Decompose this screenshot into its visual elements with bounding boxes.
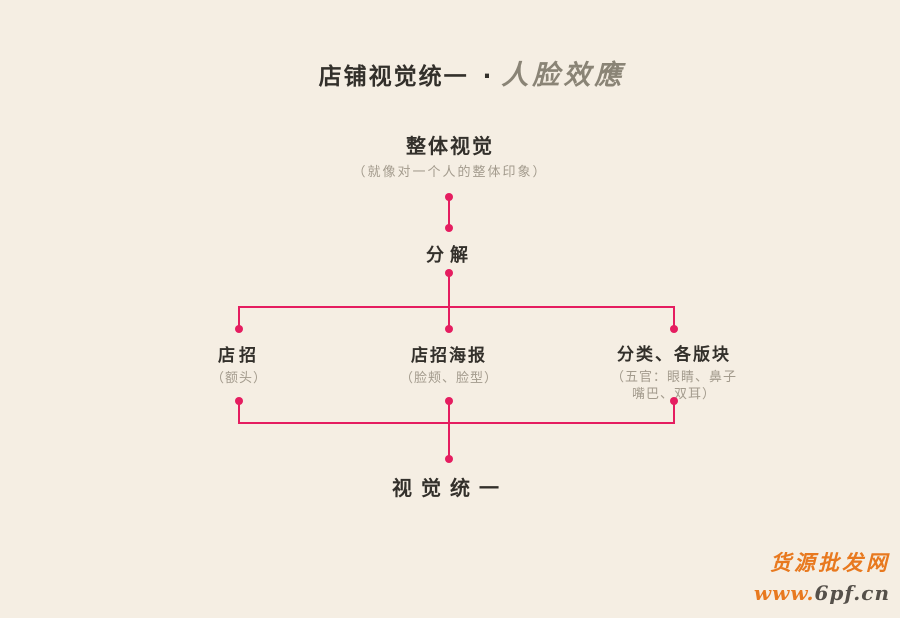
branch-node-sign-poster: 店招海报 （脸颊、脸型） [344, 341, 554, 387]
branch-drop-left [238, 306, 240, 329]
branch-label-text: 店招海报 [411, 346, 487, 366]
step-node-label: 分解 [0, 241, 900, 267]
branch-node-shop-sign: 店招 （额头） [134, 341, 344, 387]
root-node-label: 整体视觉 [0, 130, 900, 159]
watermark-url-www: www. [753, 581, 815, 605]
watermark-site-name: 货源批发网 [770, 550, 890, 575]
dot-branch-center-top [445, 325, 453, 333]
dot-step-top [445, 224, 453, 232]
step-label-text: 分解 [426, 245, 474, 266]
result-label-text: 视觉统一 [392, 476, 508, 500]
title-main-text: 店铺视觉统一 [318, 64, 469, 90]
watermark: 货源批发网 www.6pf.cn [754, 547, 890, 605]
root-note-text: （就像对一个人的整体印象） [352, 165, 548, 180]
merge-rise-center [448, 401, 450, 423]
branch-node-categories: 分类、各版块 （五官：眼睛、鼻子 嘴巴、双耳） [569, 340, 779, 403]
connector-bar-to-result [448, 422, 450, 459]
watermark-url: www.6pf.cn [754, 581, 890, 605]
branch-drop-right [673, 306, 675, 329]
result-node-label: 视觉统一 [0, 472, 900, 501]
page-title: 店铺视觉统一 · 人脸效應 [0, 53, 900, 92]
merge-rise-left [238, 401, 240, 423]
watermark-url-domain: 6pf.cn [814, 581, 890, 605]
branch-label-text: 分类、各版块 [617, 345, 731, 365]
branch-note-text: （额头） [210, 371, 267, 386]
dot-branch-left-top [235, 325, 243, 333]
title-separator-dot: · [482, 64, 492, 90]
branch-note-text: （脸颊、脸型） [399, 371, 498, 386]
branch-note-line2: 嘴巴、双耳） [631, 387, 716, 402]
title-calligraphy-text: 人脸效應 [501, 60, 626, 91]
branch-label-text: 店招 [218, 346, 260, 366]
connector-root-to-step [448, 197, 450, 228]
dot-root-bottom [445, 193, 453, 201]
dot-result-top [445, 455, 453, 463]
connector-step-to-bar [448, 273, 450, 307]
merge-rise-right [673, 401, 675, 423]
branch-note-line1: （五官：眼睛、鼻子 [610, 370, 737, 385]
branch-bar-top [238, 306, 675, 308]
merge-bar-bottom [238, 422, 675, 424]
root-node-note: （就像对一个人的整体印象） [0, 161, 900, 180]
dot-branch-right-top [670, 325, 678, 333]
root-label-text: 整体视觉 [406, 134, 494, 158]
branch-drop-center [448, 306, 450, 329]
